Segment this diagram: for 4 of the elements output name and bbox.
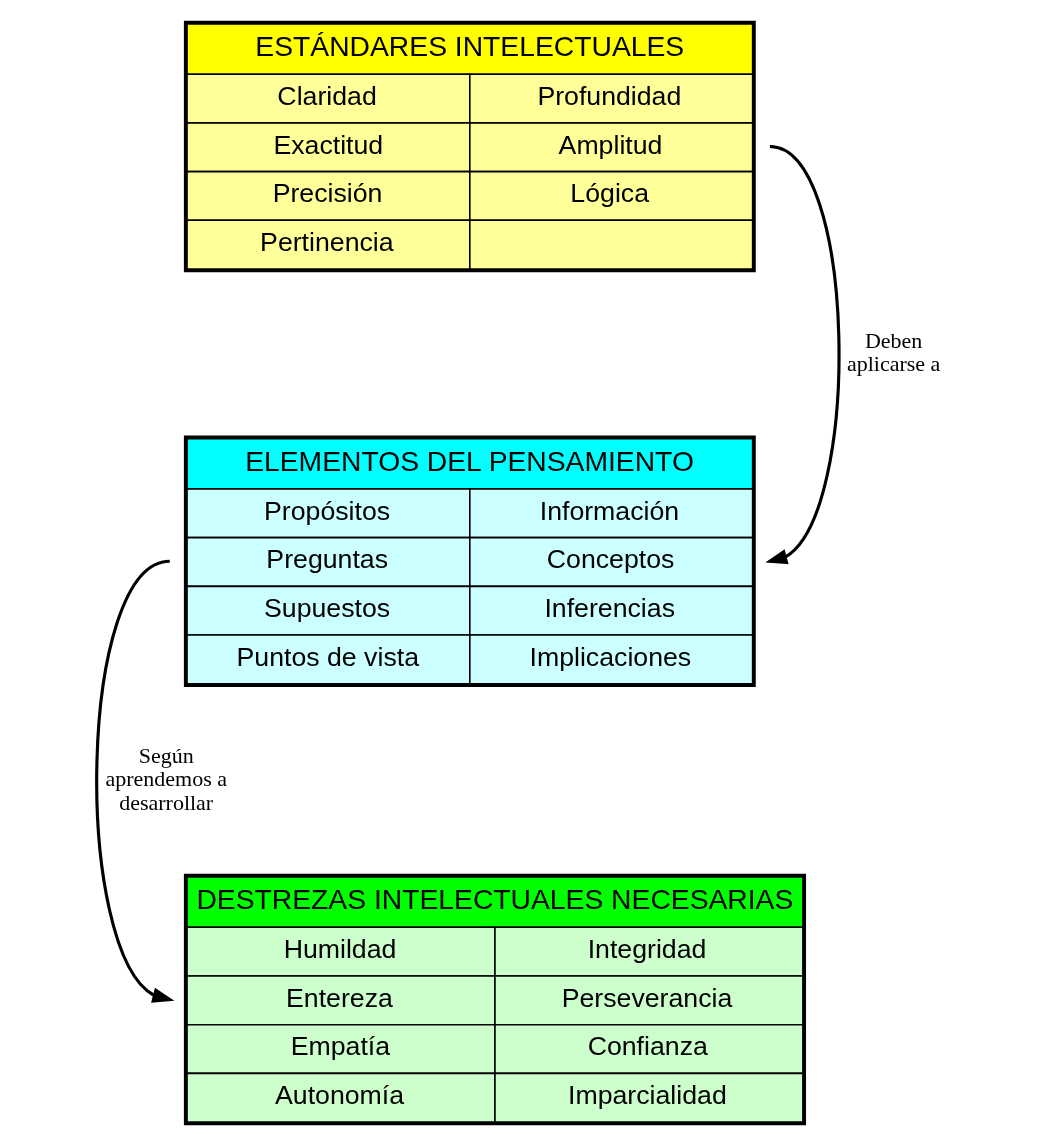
arrow: [765, 144, 841, 565]
edge-label: Según aprendemos a desarrollar: [105, 742, 227, 815]
arrow: [95, 559, 175, 1003]
edge-label: Deben aplicarse a: [846, 327, 941, 377]
